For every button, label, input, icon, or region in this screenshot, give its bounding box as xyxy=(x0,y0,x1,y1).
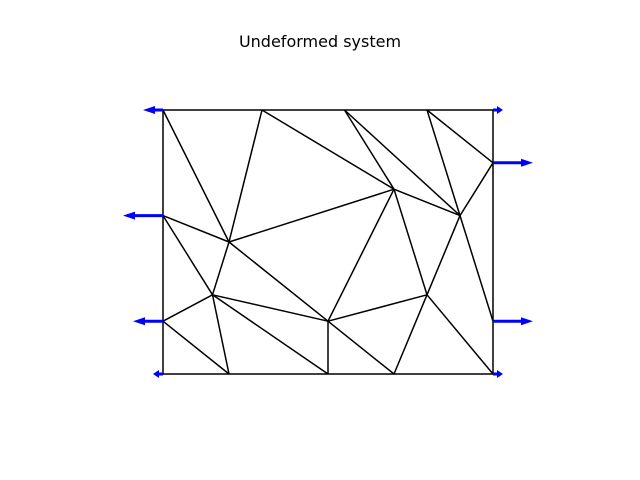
mesh-edge xyxy=(327,294,428,322)
mesh-edge xyxy=(327,320,395,375)
figure-title: Undeformed system xyxy=(238,32,402,51)
mesh-edge xyxy=(426,294,494,375)
mesh-edge xyxy=(393,294,428,375)
load-arrow xyxy=(493,370,503,378)
load-arrow xyxy=(143,106,163,114)
mesh-edge xyxy=(393,188,461,217)
load-arrows xyxy=(123,106,533,378)
load-arrow-head xyxy=(497,106,503,114)
mesh-edge xyxy=(162,215,214,296)
mesh-edge xyxy=(211,294,230,375)
mesh-edge xyxy=(327,188,395,322)
load-arrow-head xyxy=(143,106,155,114)
mesh-edges xyxy=(162,109,494,375)
load-arrow xyxy=(493,106,503,114)
load-arrow xyxy=(493,317,533,326)
load-arrow-head xyxy=(497,370,503,378)
mesh-edge xyxy=(426,109,461,216)
mesh-edge xyxy=(343,109,461,217)
mesh-edge xyxy=(212,294,329,375)
mesh-edge xyxy=(228,109,263,243)
mesh-edge xyxy=(343,109,395,190)
mesh-edge xyxy=(459,215,494,322)
load-arrow-head xyxy=(133,317,145,326)
mesh-edge xyxy=(162,320,230,375)
load-arrow-head xyxy=(521,317,533,326)
load-arrow-head xyxy=(153,370,159,378)
load-arrow xyxy=(153,370,163,378)
mesh-edge xyxy=(393,188,428,296)
load-arrow xyxy=(123,211,163,220)
load-arrow xyxy=(133,317,163,326)
mesh-edge xyxy=(426,215,461,296)
mesh-edge xyxy=(162,294,213,322)
mesh-edge xyxy=(228,188,395,243)
load-arrow-head xyxy=(123,211,135,220)
mesh-edge xyxy=(228,241,329,322)
mesh-edge xyxy=(261,109,395,190)
mesh-edge xyxy=(162,214,230,243)
load-arrow-head xyxy=(521,158,533,167)
mesh-edge xyxy=(459,162,494,216)
mesh-edge xyxy=(211,241,230,296)
mesh-edge xyxy=(426,109,494,164)
mesh-edge xyxy=(212,294,329,322)
mesh-edge xyxy=(162,109,230,243)
load-arrow xyxy=(493,158,533,167)
